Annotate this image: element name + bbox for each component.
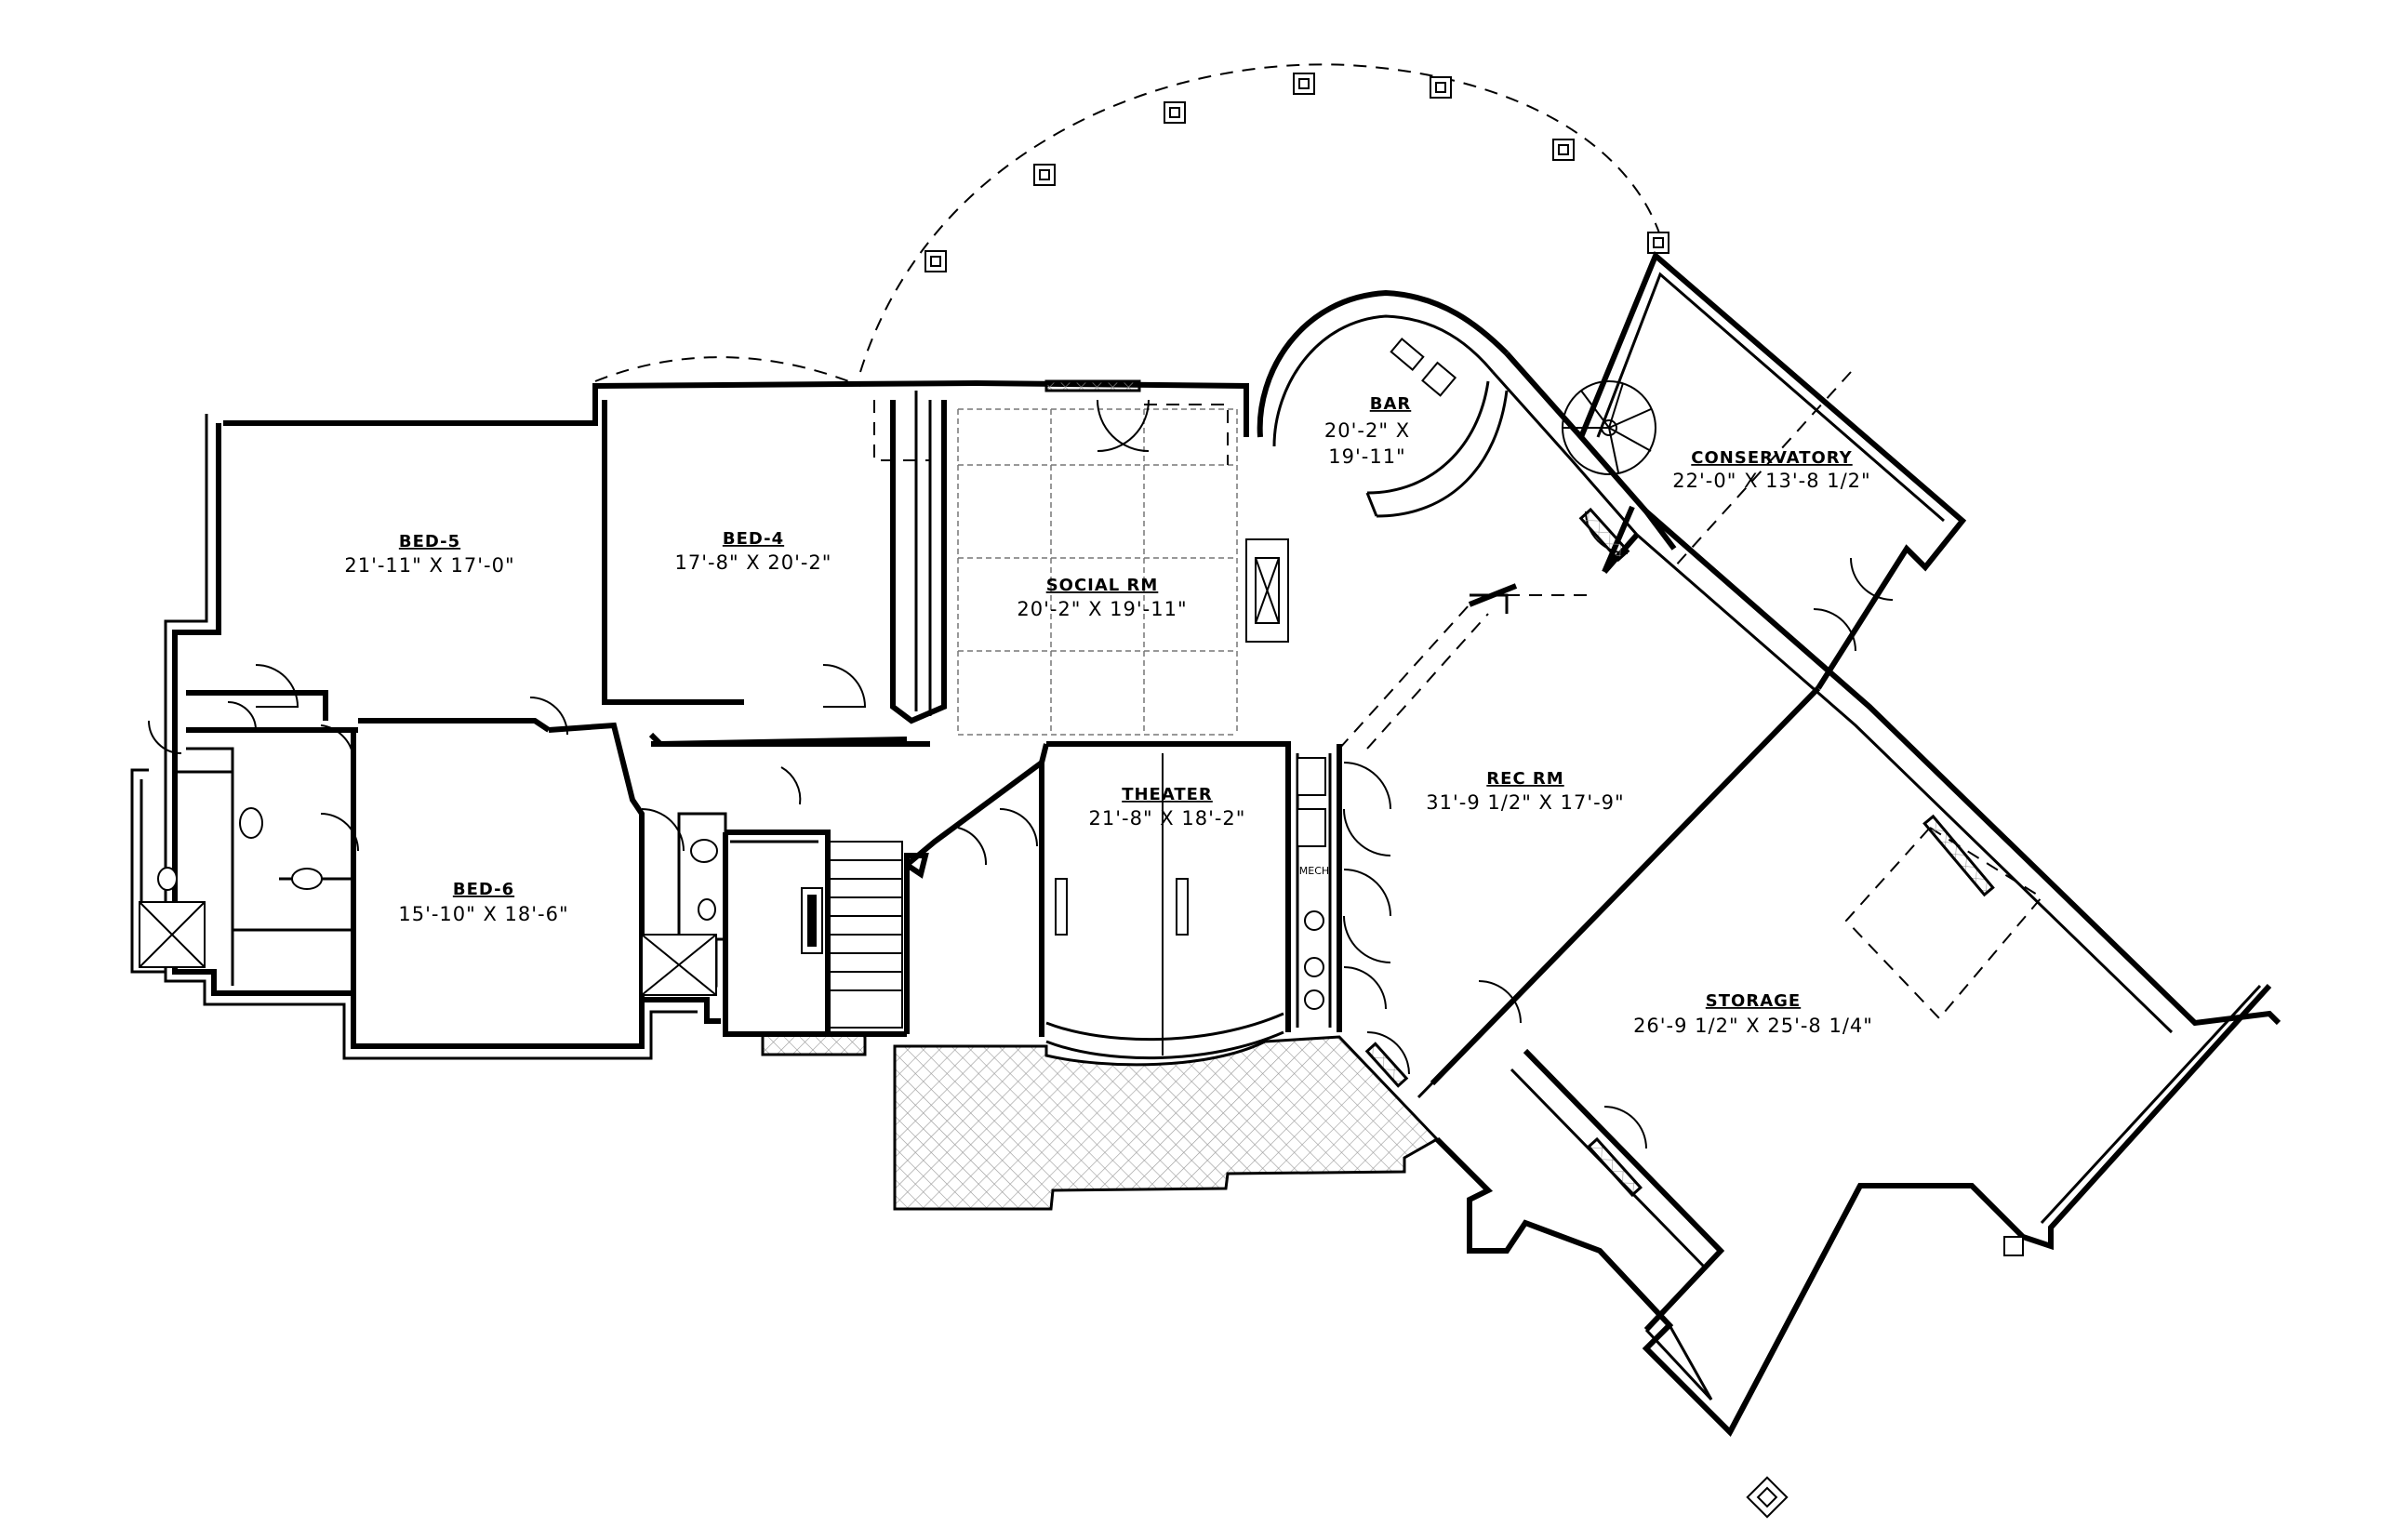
conservatory-door-hatch bbox=[1578, 507, 1630, 563]
closet-dashed-1 bbox=[873, 400, 930, 461]
bar-sink bbox=[1421, 361, 1457, 397]
bed6-name: BED-6 bbox=[453, 880, 514, 899]
column-bottom-inner bbox=[1756, 1486, 1778, 1508]
interior-walls bbox=[177, 391, 1640, 1037]
rec-dashed-opening bbox=[1338, 594, 1590, 750]
social-window bbox=[1044, 379, 1141, 392]
bar-appliance bbox=[1390, 338, 1425, 371]
bar-counter bbox=[1365, 380, 1509, 518]
theater-seating bbox=[1045, 753, 1284, 1060]
storage-dashed-area bbox=[1844, 826, 2043, 1020]
storage-door-hatch bbox=[1922, 814, 1995, 897]
social-room-ceiling-grid bbox=[957, 408, 1238, 736]
room-label-bed4: BED-4 17'-8" X 20'-2" bbox=[675, 529, 832, 574]
pergola-post-5 bbox=[1430, 76, 1452, 99]
bath-fixtures bbox=[139, 807, 718, 996]
room-label-conservatory: CONSERVATORY 22'-0" X 13'-8 1/2" bbox=[1672, 448, 1870, 492]
mech-label: MECH bbox=[1299, 865, 1329, 877]
pergola-post-7 bbox=[1647, 232, 1669, 254]
pergola-post-4 bbox=[1293, 73, 1315, 95]
conservatory-size: 22'-0" X 13'-8 1/2" bbox=[1672, 470, 1870, 492]
conservatory-name: CONSERVATORY bbox=[1691, 448, 1852, 468]
patio-door-hatch bbox=[1364, 1042, 1409, 1088]
room-label-rec: REC RM 31'-9 1/2" X 17'-9" bbox=[1426, 769, 1624, 814]
bed6-size: 15'-10" X 18'-6" bbox=[398, 903, 568, 925]
pergola-post-2 bbox=[1033, 164, 1056, 186]
social-name: SOCIAL RM bbox=[1046, 576, 1159, 595]
column-right bbox=[2003, 1236, 2024, 1256]
social-size: 20'-2" X 19'-11" bbox=[1017, 598, 1187, 620]
bed5-size: 21'-11" X 17'-0" bbox=[344, 554, 514, 577]
theater-name: THEATER bbox=[1122, 785, 1213, 804]
lower-door-hatch bbox=[1587, 1136, 1643, 1198]
room-label-bar: BAR 20'-2" X 19'-11" bbox=[1324, 394, 1412, 468]
room-label-bed5: BED-5 21'-11" X 17'-0" bbox=[344, 532, 514, 577]
room-label-storage: STORAGE 26'-9 1/2" X 25'-8 1/4" bbox=[1633, 991, 1873, 1037]
bed4-size: 17'-8" X 20'-2" bbox=[675, 551, 832, 574]
pergola-post-3 bbox=[1164, 101, 1186, 124]
main-stair bbox=[801, 841, 903, 1029]
bar-size-line1: 20'-2" X bbox=[1324, 419, 1410, 442]
pergola-post-1 bbox=[924, 250, 947, 272]
bed4-name: BED-4 bbox=[723, 529, 784, 549]
pergola-outline bbox=[594, 63, 1669, 387]
stair-landing-patio bbox=[761, 1032, 867, 1056]
rec-size: 31'-9 1/2" X 17'-9" bbox=[1426, 791, 1624, 814]
spiral-stair bbox=[1562, 380, 1656, 475]
storage-name: STORAGE bbox=[1706, 991, 1801, 1011]
pergola-post-6 bbox=[1552, 139, 1575, 161]
mech-fixtures bbox=[1297, 757, 1326, 1010]
covered-patio bbox=[893, 1035, 1440, 1211]
storage-size: 26'-9 1/2" X 25'-8 1/4" bbox=[1633, 1015, 1873, 1037]
theater-size: 21'-8" X 18'-2" bbox=[1089, 807, 1246, 830]
rec-name: REC RM bbox=[1486, 769, 1563, 789]
bar-size-line2: 19'-11" bbox=[1328, 445, 1405, 468]
bar-name: BAR bbox=[1370, 394, 1412, 414]
room-label-bed6: BED-6 15'-10" X 18'-6" bbox=[398, 880, 568, 925]
room-label-theater: THEATER 21'-8" X 18'-2" bbox=[1089, 785, 1246, 830]
exterior-walls bbox=[130, 251, 2281, 1437]
bed5-name: BED-5 bbox=[399, 532, 460, 551]
closet-dashed-2 bbox=[1144, 404, 1229, 465]
room-label-social: SOCIAL RM 20'-2" X 19'-11" bbox=[1017, 576, 1187, 620]
